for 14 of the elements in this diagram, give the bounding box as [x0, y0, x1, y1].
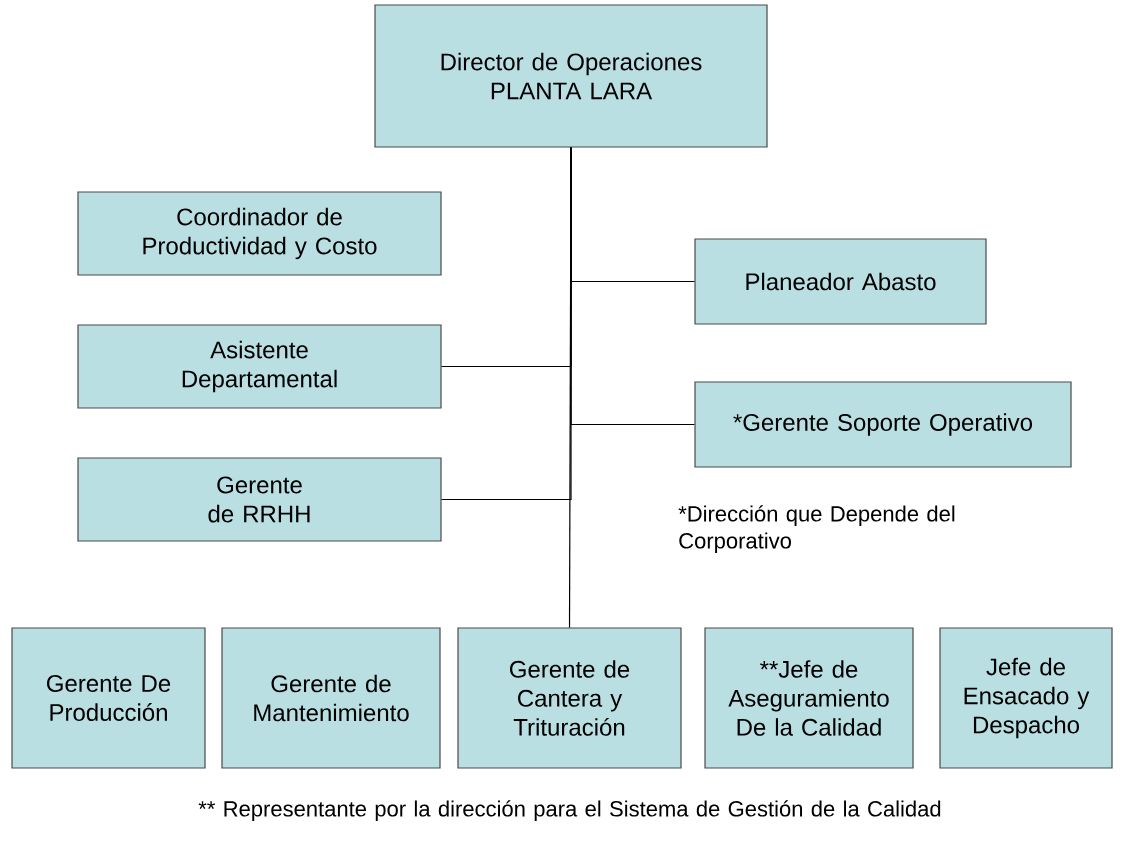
org-box: Planeador Abasto	[694, 238, 987, 325]
org-box: Jefe de Ensacado y Despacho	[939, 627, 1113, 769]
org-box: Gerente De Producción	[11, 627, 206, 769]
connector-line	[568, 147, 572, 628]
org-box: Director de Operaciones PLANTA LARA	[374, 4, 768, 148]
org-box: Gerente de RRHH	[77, 457, 442, 542]
org-box: Gerente de Cantera y Trituración	[457, 627, 682, 769]
org-box: Asistente Departamental	[77, 324, 442, 409]
org-box: Gerente de Mantenimiento	[221, 627, 441, 769]
org-box: **Jefe de Aseguramiento De la Calidad	[704, 627, 914, 769]
org-box: Coordinador de Productividad y Costo	[77, 191, 442, 276]
note-text: ** Representante por la dirección para el Sistema de Gestión de la Calidad	[198, 800, 941, 821]
note-text: *Dirección que Depende del Corporativo	[678, 505, 955, 553]
org-box: *Gerente Soporte Operativo	[694, 381, 1072, 468]
